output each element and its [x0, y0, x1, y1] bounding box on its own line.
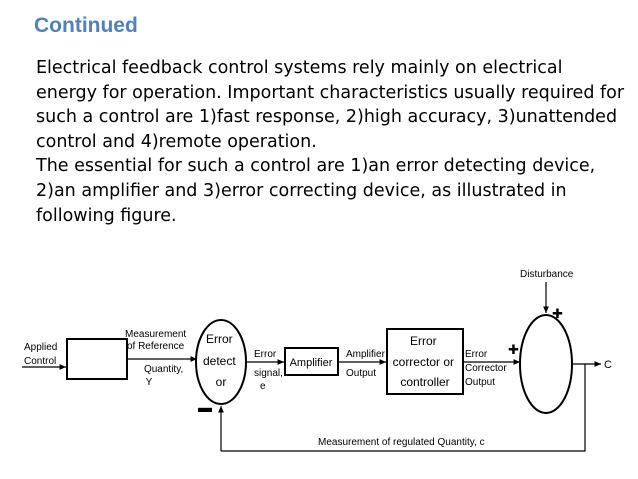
slide-title: Continued [34, 14, 138, 37]
plus-sign-input: ✚ [508, 342, 519, 357]
error-detector-label: Error detect or [203, 332, 239, 389]
paragraph-characteristics: Electrical feedback control systems rely… [36, 58, 625, 152]
slide-body: Electrical feedback control systems rely… [36, 56, 626, 228]
feedback-label: Measurement of regulated Quantity, c [318, 437, 485, 448]
minus-sign: ▬ [198, 399, 212, 415]
paragraph-essentials: The essential for such a control are 1)a… [36, 156, 596, 226]
feedback-path [221, 364, 586, 452]
corrector-block [386, 328, 464, 395]
corrector-output-label: Error Corrector Output [465, 349, 509, 388]
reference-block [66, 338, 128, 380]
reference-label: Measurement of Reference Quantity, Y [125, 329, 189, 388]
input-label: Applied Control [24, 342, 60, 367]
disturbance-label: Disturbance [520, 269, 574, 280]
amplifier-label: Amplifier [290, 357, 333, 369]
amplifier-output-label: Amplifier Output [346, 349, 388, 379]
plus-sign-disturbance: ✚ [552, 306, 563, 321]
error-signal-label: Error signal, e [254, 349, 286, 392]
output-label: C [604, 359, 612, 371]
amplifier-block [284, 347, 339, 376]
corrector-label: Error corrector or controller [393, 334, 458, 389]
summing-circle [519, 314, 573, 414]
